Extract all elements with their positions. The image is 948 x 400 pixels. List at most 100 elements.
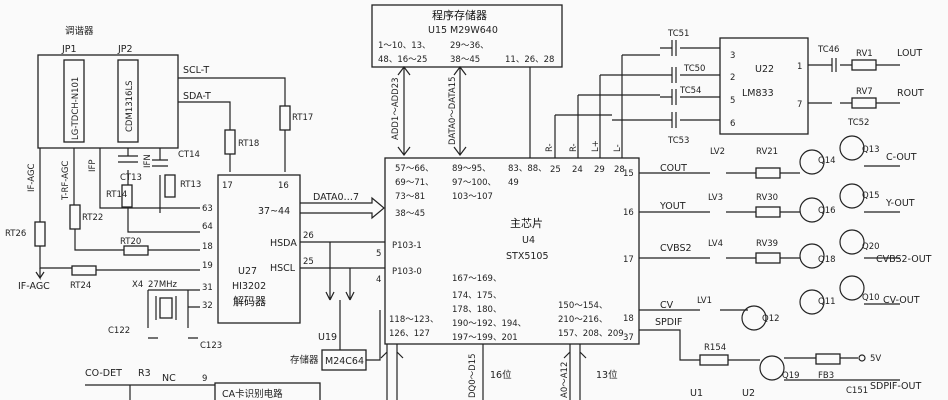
main-g3b: 49 [508,178,519,188]
main-g2a: 89～95、 [452,164,491,174]
cv-out-label: CV-OUT [883,295,920,306]
cap-tc50: TC50 [683,64,705,74]
rt18-label: RT18 [238,139,259,149]
tuner-jp2: JP2 [117,44,133,55]
crystal-freq: 27MHz [148,280,178,290]
co-det-label: CO-DET [85,368,122,379]
co-det-wire [85,384,215,400]
transistor-array [741,135,865,381]
dec-data-range: 37~44 [258,206,290,217]
main-top-label-1: R- [545,143,555,152]
rt22-label: RT22 [82,213,103,223]
eeprom-label: 存储器 [290,354,319,366]
cvbs2-out-label: CVBS2-OUT [876,254,932,265]
main-top-label-3: L+ [591,140,601,152]
main-p103-1: P103-1 [392,241,422,251]
main-top-pin-4: 28 [614,165,625,175]
main-top-pin-1: 25 [550,165,561,175]
tuner-chip2 [117,59,139,143]
ifn-label: IFN [143,154,153,168]
i2c-wires [300,241,385,301]
tuner-chip1 [63,59,85,143]
dec-pin-19: 19 [202,261,213,271]
q11-label: Q11 [818,297,836,307]
ca-pin-9: 9 [202,374,207,384]
main-g3a: 83、88、 [508,164,547,174]
rv30-body [755,206,781,218]
rt17-label: RT17 [292,113,313,123]
rt24-body [71,265,97,276]
dec-ref: U27 [238,266,257,277]
rt22-body [69,204,81,230]
dec-pin-16: 16 [278,181,289,191]
lv3-label: LV3 [708,193,723,203]
5v-terminal [858,354,866,362]
q12-label: Q12 [762,314,780,324]
amp-pin-7: 7 [797,100,802,110]
fb3-body [815,353,841,365]
eeprom-ref: U19 [318,332,337,343]
rt26-body [34,221,46,247]
q14-label: Q14 [818,156,836,166]
pm-row2a: 48、16～25 [378,55,427,65]
rout-label: ROUT [897,88,924,99]
video-wires [639,172,800,361]
dec-pin-64: 64 [202,222,213,232]
rt24-label: RT24 [70,281,91,291]
amp-pin-5: 5 [730,96,735,106]
dec-pin-31: 31 [202,283,213,293]
dec-pin-18: 18 [202,242,213,252]
rt13-label: RT13 [180,180,201,190]
cap-tc54: TC54 [679,86,701,96]
lv1-label: LV1 [697,296,712,306]
rt26-label: RT26 [5,229,26,239]
pm-row2b: 38～45 [450,55,480,65]
tuner-chip1-label: LG-TDCH-N101 [71,77,81,140]
audio-ref: U22 [755,64,774,75]
tuner-chip2-label: CDM1316LS [125,80,135,132]
pm-addr-bus: ADD1～ADD23 [391,77,401,140]
crystal-body [159,297,173,319]
main-pin4: 4 [376,275,381,285]
amp-pin-2: 2 [730,73,735,83]
pm-data-bus: DATA0～DATA15 [448,76,458,145]
lv2-label: LV2 [710,147,725,157]
q10-label: Q10 [862,293,880,303]
bottom-buses [380,344,587,400]
main-pin5: 5 [376,249,381,259]
main-ref: U4 [522,235,535,246]
rv7-body [851,97,877,109]
rt20-label: RT20 [120,237,141,247]
rt17-body [279,105,291,131]
pm-row1a: 1～10、13、 [378,41,431,51]
if-agc-vertical: IF-AGC [27,163,37,192]
cout-label: COUT [660,163,687,174]
q15-label: Q15 [862,191,880,201]
pm-row2c: 11、26、28 [505,55,554,65]
tuner-title: 调谐器 [65,26,94,37]
rv21-label: RV21 [756,147,778,157]
main-pin17: 17 [623,255,634,265]
rt18-body [224,129,236,155]
q13-label: Q13 [862,145,880,155]
scl-sda-wires [178,77,286,130]
ct13-label: CT13 [120,173,142,183]
decoder-box [217,174,301,324]
fb3-label: FB3 [818,371,834,381]
rt14-body [121,184,133,208]
dec-pin-63: 63 [202,204,213,214]
rv39-label: RV39 [756,239,778,249]
cap-tc52: TC52 [847,118,869,128]
main-pin16: 16 [623,208,634,218]
dec-data-bus-label: DATA0…7 [313,192,359,203]
c123-label: C123 [200,341,222,351]
main-chip-box [384,157,640,345]
audio-amp-box [719,37,809,135]
cap-symbols [118,155,168,167]
main-g1d: 38～45 [395,209,425,219]
rv1-body [851,59,877,71]
video-out-wires [864,165,900,305]
main-top-pin-2: 24 [572,165,583,175]
rv39-body [755,252,781,264]
amp-pin-3: 3 [730,51,735,61]
